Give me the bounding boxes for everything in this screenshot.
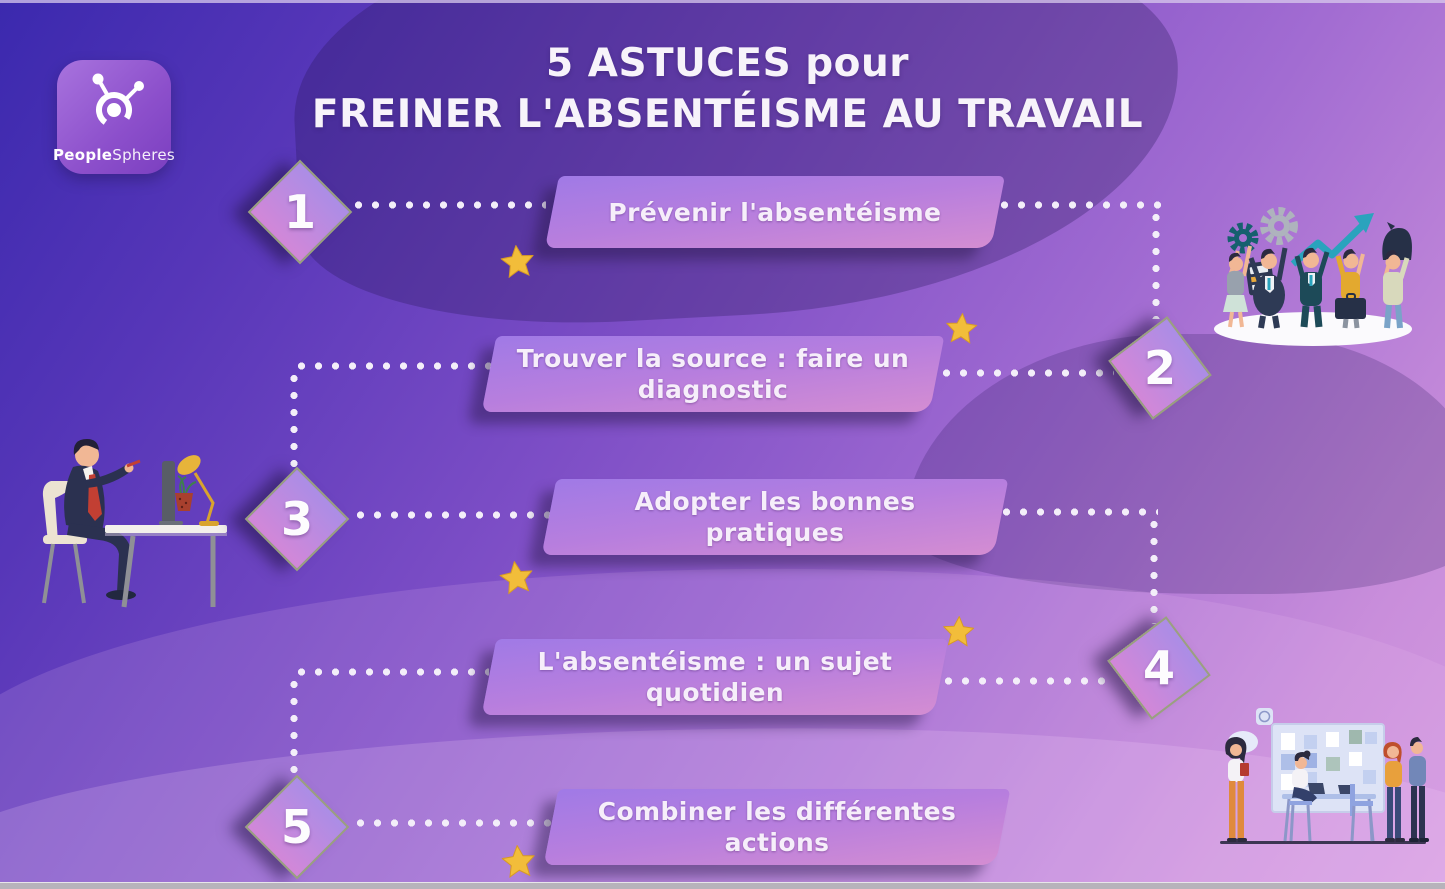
step-4-number: 4	[1142, 640, 1176, 695]
connector-4-right	[940, 677, 1114, 685]
connector-2-left	[293, 362, 491, 370]
connector-3-left	[352, 511, 552, 519]
star-icon	[499, 244, 535, 279]
star-icon	[498, 560, 533, 595]
connector-3-down	[1150, 516, 1158, 624]
plant	[175, 475, 197, 511]
person-figure	[1248, 247, 1288, 329]
peoplespheres-logo: PeopleSpheres	[53, 60, 175, 174]
step-2-number: 2	[1143, 340, 1177, 395]
step-3-label: Adopter les bonnes pratiques	[634, 487, 916, 547]
step-1-label: Prévenir l'absentéisme	[608, 197, 942, 227]
standing-woman-right	[1383, 742, 1405, 842]
gear-icon	[1260, 207, 1298, 245]
logo-word-spheres: Spheres	[112, 146, 176, 164]
step-3-diamond: 3	[244, 466, 350, 572]
page-title: 5 ASTUCES pour FREINER L'ABSENTÉISME AU …	[235, 38, 1220, 141]
desk-lamp	[177, 455, 219, 526]
logo-wordmark: PeopleSpheres	[53, 146, 175, 164]
connector-4-left	[293, 668, 489, 676]
standing-woman-left	[1225, 737, 1249, 842]
title-line-1: 5 ASTUCES pour	[546, 41, 909, 86]
connector-5-left	[352, 819, 552, 827]
top-edge	[0, 0, 1445, 3]
step-5-number: 5	[280, 799, 314, 854]
chair	[42, 481, 87, 604]
star-icon	[945, 312, 978, 344]
connector-1-down	[1152, 209, 1160, 319]
connector-3-right	[998, 508, 1158, 516]
seated-man	[64, 439, 141, 600]
person-figure	[1223, 245, 1252, 328]
step-4-banner: L'absentéisme : un sujet quotidien	[481, 639, 949, 715]
gear-icon	[1227, 222, 1259, 254]
team-illustration	[1214, 207, 1412, 346]
desk	[105, 525, 227, 608]
connector-2-down	[290, 370, 298, 472]
connector-2-right	[938, 369, 1114, 377]
connector-1-left	[350, 201, 546, 209]
bottom-edge	[0, 883, 1445, 889]
step-5-label: Combiner les différentes actions	[597, 797, 957, 857]
briefcase-icon	[1335, 293, 1366, 319]
connector-4-down	[290, 676, 298, 780]
clock-icon	[1256, 708, 1273, 725]
monitor	[159, 461, 183, 525]
step-3-number: 3	[280, 491, 314, 546]
empty-chair	[1350, 784, 1374, 842]
book	[1240, 763, 1249, 776]
spheres-network-icon	[92, 73, 144, 128]
step-3-banner: Adopter les bonnes pratiques	[541, 479, 1009, 555]
step-2-label: Trouver la source : faire un diagnostic	[516, 344, 910, 404]
person-figure	[1335, 249, 1366, 329]
step-4-label: L'absentéisme : un sujet quotidien	[537, 647, 893, 707]
connector-1-right	[996, 201, 1161, 209]
star-icon	[501, 844, 536, 879]
logo-word-people: People	[52, 146, 113, 164]
floor-line	[1220, 841, 1426, 844]
seated-woman	[1289, 750, 1317, 842]
step-2-banner: Trouver la source : faire un diagnostic	[481, 336, 945, 412]
step-5-banner: Combiner les différentes actions	[543, 789, 1011, 865]
title-line-2: FREINER L'ABSENTÉISME AU TRAVAIL	[311, 92, 1144, 138]
man-at-desk-illustration	[42, 439, 227, 608]
person-figure	[1294, 247, 1330, 328]
step-1-number: 1	[283, 184, 317, 239]
star-icon	[942, 615, 975, 647]
laptop	[1308, 783, 1325, 794]
standing-man-right	[1409, 737, 1429, 842]
person-figure	[1383, 250, 1410, 329]
step-1-banner: Prévenir l'absentéisme	[545, 176, 1005, 248]
meeting-illustration	[1220, 708, 1429, 844]
